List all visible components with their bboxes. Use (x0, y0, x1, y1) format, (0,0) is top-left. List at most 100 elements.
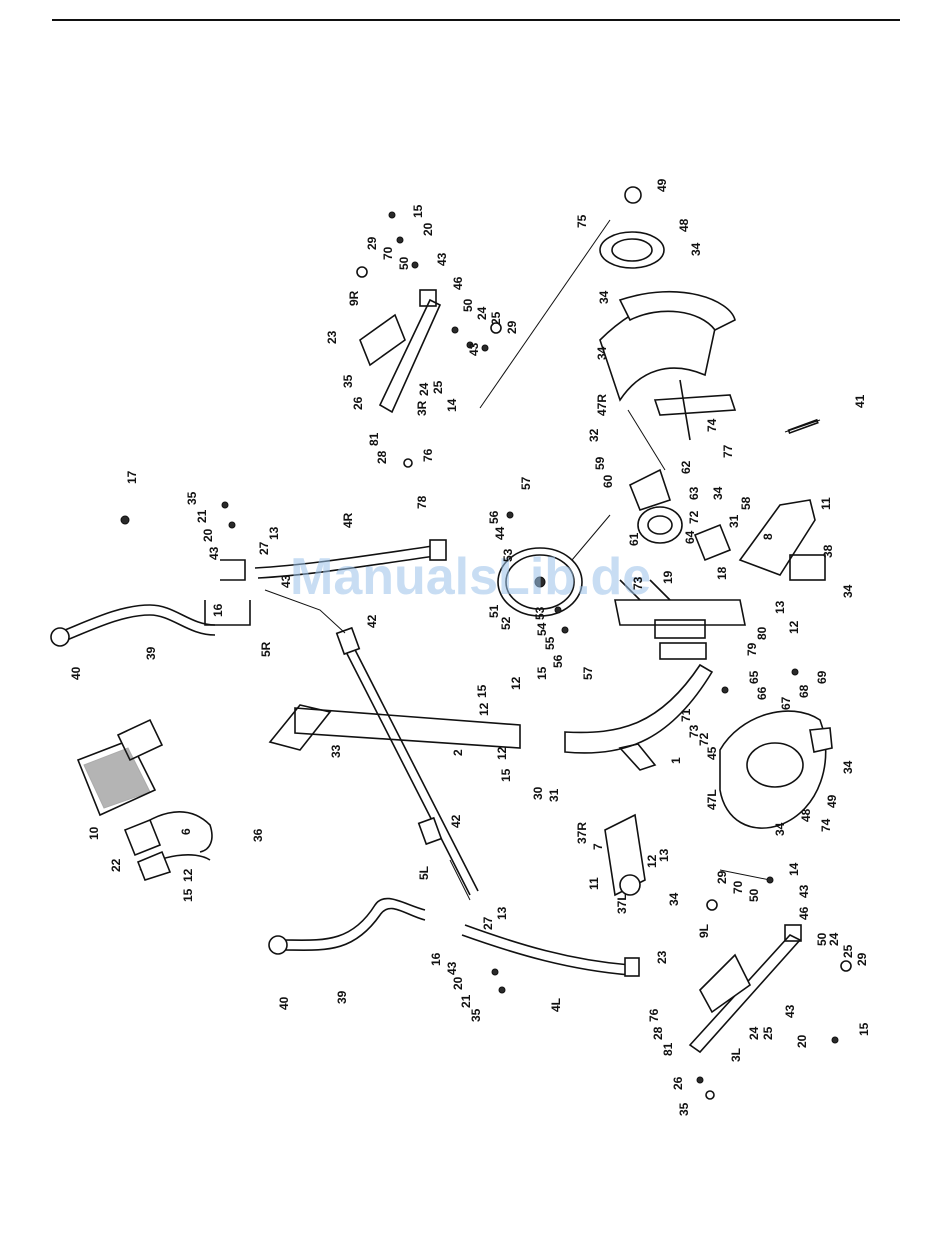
part-callout: 73 (687, 724, 701, 738)
part-callout: 77 (721, 444, 735, 458)
part-callout: 29 (715, 870, 729, 884)
part-callout: 24 (475, 306, 489, 320)
part-callout: 15 (535, 666, 549, 680)
part-callout: 37L (615, 893, 629, 914)
part-callout: 71 (679, 708, 693, 722)
part-callout: 13 (657, 848, 671, 862)
part-callout: 34 (689, 242, 703, 256)
part-callout: 81 (367, 432, 381, 446)
part-callout: 50 (747, 888, 761, 902)
part-callout: 74 (705, 418, 719, 432)
main-frame-tube (268, 663, 714, 771)
part-callout: 50 (397, 256, 411, 270)
part-callout: 26 (671, 1076, 685, 1090)
part-callout: 43 (467, 342, 481, 356)
part-callout: 41 (853, 394, 867, 408)
part-callout: 51 (487, 604, 501, 618)
part-callout: 29 (365, 236, 379, 250)
part-callout: 57 (581, 666, 595, 680)
part-callout: 32 (587, 428, 601, 442)
lower-arm-left (461, 924, 640, 977)
part-callout: 70 (381, 246, 395, 260)
part-callout: 28 (375, 450, 389, 464)
part-callout: 21 (195, 509, 209, 523)
part-callout: 34 (841, 760, 855, 774)
part-callout: 53 (533, 606, 547, 620)
part-callout: 16 (429, 952, 443, 966)
part-callout: 62 (679, 460, 693, 474)
part-callout: 81 (661, 1042, 675, 1056)
part-callout: 43 (435, 252, 449, 266)
pedal-arm-right (359, 289, 442, 414)
flywheel (497, 547, 583, 617)
part-callout: 21 (459, 994, 473, 1008)
part-callout: 58 (739, 496, 753, 510)
part-callout: 35 (677, 1102, 691, 1116)
part-callout: 26 (351, 396, 365, 410)
part-callout: 23 (325, 330, 339, 344)
part-callout: 11 (819, 497, 833, 510)
part-callout: 2 (451, 749, 465, 756)
part-callout: 14 (787, 862, 801, 876)
part-callout: 69 (815, 670, 829, 684)
part-callout: 48 (677, 218, 691, 232)
part-callout: 20 (421, 222, 435, 236)
part-callout: 15 (499, 768, 513, 782)
part-callout: 23 (655, 950, 669, 964)
left-cover (719, 710, 833, 829)
part-callout: 52 (499, 616, 513, 630)
part-callout: 46 (451, 276, 465, 290)
part-callout: 56 (551, 654, 565, 668)
part-callout: 27 (257, 541, 271, 555)
seat-handle-loop (123, 811, 213, 881)
part-callout: 19 (661, 570, 675, 584)
crank-arm (604, 813, 646, 897)
part-callout: 12 (509, 676, 523, 690)
part-callout: 10 (87, 826, 101, 840)
part-callout: 33 (329, 744, 343, 758)
part-callout: 1 (669, 757, 683, 764)
part-callout: 43 (207, 546, 221, 560)
pedal-arm-left (688, 924, 802, 1054)
part-callout: 4L (549, 998, 563, 1012)
part-callout: 20 (795, 1034, 809, 1048)
part-callout: 53 (501, 548, 515, 562)
part-callout: 25 (841, 944, 855, 958)
part-callout: 4R (341, 512, 355, 528)
part-callout: 25 (761, 1026, 775, 1040)
part-callout: 43 (279, 574, 293, 588)
part-callout: 6 (179, 828, 193, 835)
part-callout: 76 (421, 448, 435, 462)
part-callout: 78 (415, 495, 429, 509)
part-callout: 49 (825, 794, 839, 808)
part-callout: 24 (417, 382, 431, 396)
part-callout: 25 (431, 380, 445, 394)
part-callout: 22 (109, 858, 123, 872)
part-callout: 15 (411, 204, 425, 218)
part-callout: 24 (827, 932, 841, 946)
part-callout: 13 (773, 600, 787, 614)
part-callout: 50 (461, 298, 475, 312)
part-callout: 44 (493, 526, 507, 540)
part-callout: 11 (587, 877, 601, 890)
part-callout: 34 (597, 290, 611, 304)
part-callout: 67 (779, 696, 793, 710)
part-callout: 12 (787, 620, 801, 634)
part-callout: 49 (655, 178, 669, 192)
belt-pulley (628, 468, 732, 562)
part-callout: 28 (651, 1026, 665, 1040)
part-callout: 64 (683, 530, 697, 544)
part-callout: 54 (535, 622, 549, 636)
part-callout: 3L (729, 1048, 743, 1062)
part-callout: 14 (445, 398, 459, 412)
part-callout: 42 (365, 614, 379, 628)
part-callout: 5R (259, 641, 273, 657)
part-number-callouts: 17 35 21 20 43 27 13 4R 16 43 5R 39 40 7… (69, 178, 871, 1116)
right-cover (599, 186, 736, 402)
part-callout: 35 (185, 491, 199, 505)
part-callout: 31 (727, 514, 741, 528)
watermark-text: ManualsLib.de (290, 548, 651, 606)
part-callout: 15 (181, 888, 195, 902)
